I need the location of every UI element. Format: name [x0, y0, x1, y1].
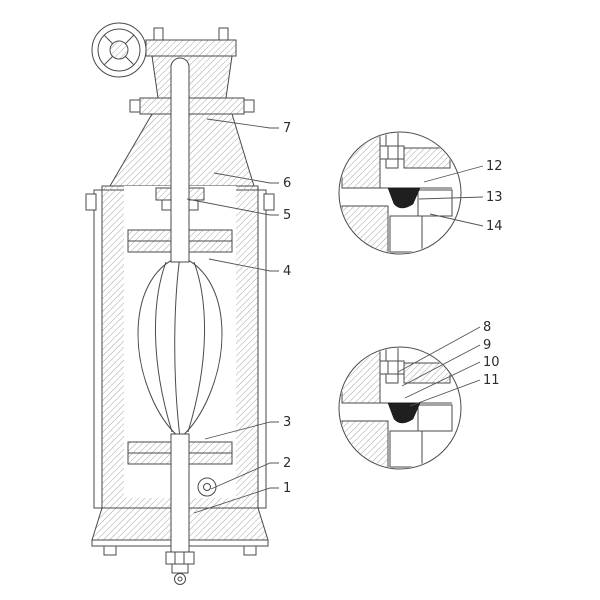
body-bolt-left [85, 193, 97, 211]
callout-label-3: 3 [283, 415, 291, 430]
retainer-block [389, 430, 423, 468]
callout-label-7: 7 [283, 121, 291, 136]
leader-line-6 [213, 172, 279, 184]
detail-nut [379, 360, 405, 375]
valve-stem-lower [170, 433, 190, 553]
retainer-block [389, 215, 423, 253]
callout-label-2: 2 [283, 456, 291, 471]
handwheel-spoke [125, 56, 135, 66]
detail-nut [379, 145, 405, 160]
handwheel-spoke [125, 34, 135, 44]
handwheel-rim-inner [97, 28, 141, 72]
impeller-vane [155, 261, 173, 433]
leader-line-11 [409, 379, 481, 407]
callout-label-1: 1 [283, 481, 291, 496]
drain-fitting-bore [203, 483, 211, 491]
detail-view-lower: 8 9 10 11 [338, 320, 500, 470]
base-bolt-left [103, 545, 117, 556]
drain-fitting [197, 477, 217, 497]
leader-line-2 [210, 462, 279, 490]
leader-line-5 [186, 198, 279, 216]
handwheel-spoke [103, 34, 113, 44]
leader-line-14 [429, 213, 484, 227]
bottom-adapter [171, 563, 189, 574]
bottom-cap-bore [177, 576, 183, 582]
callout-label-9: 9 [483, 338, 491, 353]
leader-line-8 [397, 326, 481, 373]
valve-stem-upper [170, 57, 190, 263]
callout-label-10: 10 [483, 355, 500, 370]
leader-line-10 [404, 361, 481, 399]
base-bolt-right [243, 545, 257, 556]
callout-label-12: 12 [486, 159, 503, 174]
callout-label-11: 11 [483, 373, 500, 388]
bonnet [151, 55, 233, 99]
seal-ring [387, 187, 421, 209]
callout-label-14: 14 [486, 219, 503, 234]
top-plate [145, 39, 237, 57]
seat-block [417, 189, 453, 217]
main-section-view: 7 6 5 4 3 2 1 [85, 22, 291, 585]
leader-line-12 [423, 165, 484, 183]
bottom-cap [174, 573, 186, 585]
body-bolt-right [263, 193, 275, 211]
gearbox-housing [145, 27, 237, 57]
callout-label-8: 8 [483, 320, 491, 335]
flange-bolt-right [243, 99, 255, 113]
stud-bolt-left [153, 27, 164, 41]
leader-line-3 [204, 421, 279, 440]
detail-view-upper: 12 13 14 [338, 131, 503, 255]
impeller-vane [187, 261, 205, 433]
callout-label-6: 6 [283, 176, 291, 191]
impeller-vane [174, 255, 181, 439]
callout-label-5: 5 [283, 208, 291, 223]
handwheel-spoke [103, 56, 113, 66]
handwheel [91, 22, 147, 78]
bottom-nut [165, 551, 195, 565]
callout-label-13: 13 [486, 190, 503, 205]
seat-block [417, 404, 453, 432]
bonnet-flange [139, 97, 245, 115]
flange-bolt-left [129, 99, 141, 113]
leader-line-13 [418, 196, 484, 200]
leader-line-4 [208, 258, 279, 272]
stud-bolt-right [218, 27, 229, 41]
leader-line-1 [193, 487, 279, 514]
callout-label-4: 4 [283, 264, 291, 279]
leader-line-9 [401, 344, 481, 387]
leader-line-7 [206, 118, 279, 129]
handwheel-hub [109, 40, 129, 60]
seal-ring [387, 402, 421, 424]
